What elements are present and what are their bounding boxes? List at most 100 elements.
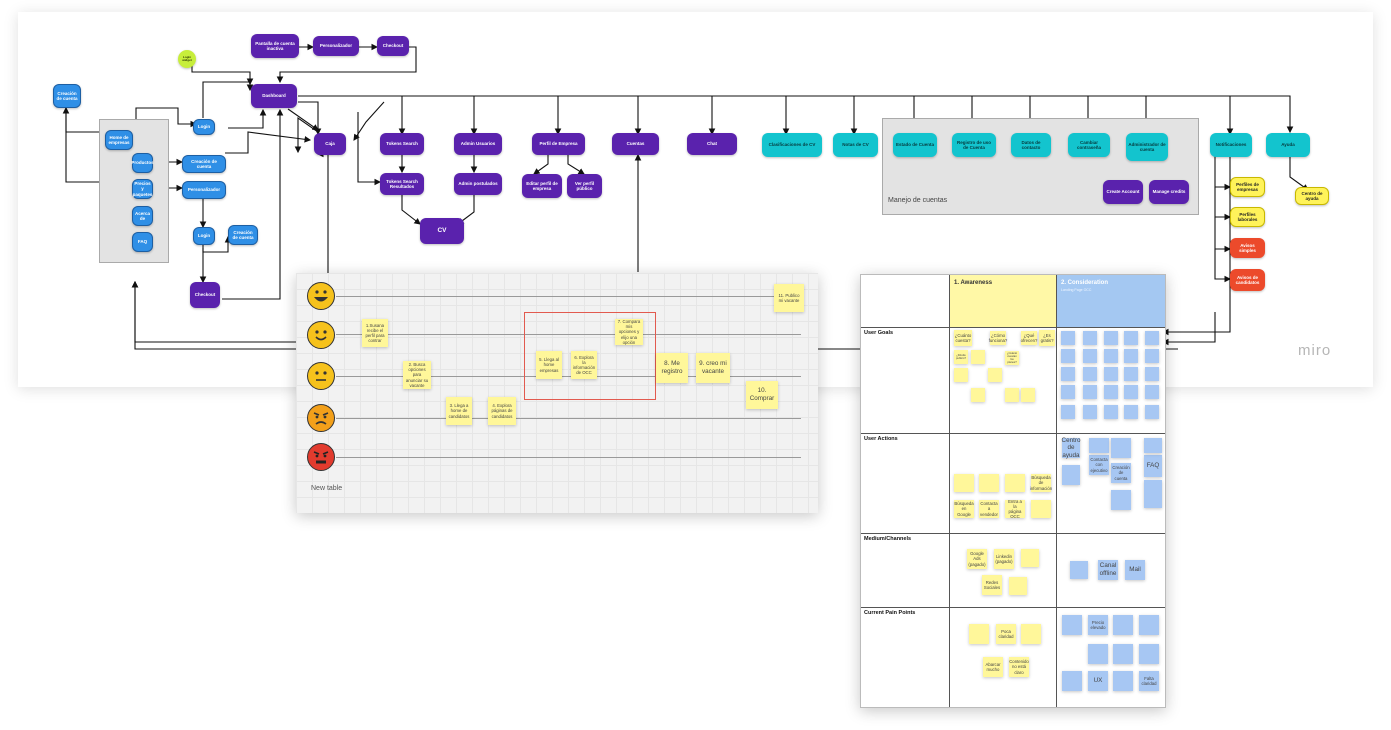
pain-sticky[interactable] bbox=[1113, 644, 1133, 664]
goal-sticky[interactable] bbox=[1083, 405, 1097, 419]
goal-sticky[interactable]: ¿Cuánto cuestan los planes? bbox=[1005, 351, 1019, 365]
channel-sticky[interactable] bbox=[1009, 577, 1027, 595]
flow-node-avisos-simples[interactable]: Avisos simples bbox=[1230, 238, 1265, 258]
action-sticky[interactable] bbox=[1005, 474, 1025, 492]
action-sticky[interactable] bbox=[1031, 500, 1051, 518]
flow-node-centro-ayuda[interactable]: Centro de ayuda bbox=[1295, 187, 1329, 205]
action-sticky[interactable]: Búsqueda en Google bbox=[954, 500, 974, 518]
flow-node-tokens-search[interactable]: Tokens Search bbox=[380, 133, 424, 155]
goal-sticky[interactable]: ¿Cómo funciona? bbox=[988, 331, 1008, 345]
channel-sticky[interactable] bbox=[1021, 549, 1039, 567]
flow-node-perfiles-empresas[interactable]: Perfiles de empresas bbox=[1230, 177, 1265, 197]
goal-sticky[interactable] bbox=[1124, 331, 1138, 345]
pain-sticky[interactable]: Abarcar mucho bbox=[983, 657, 1003, 677]
journey-sticky-7[interactable]: 7. Compara mis opciones y elijo una opci… bbox=[615, 319, 643, 345]
pain-sticky[interactable] bbox=[1113, 671, 1133, 691]
goal-sticky[interactable] bbox=[1145, 405, 1159, 419]
goal-sticky[interactable] bbox=[1124, 349, 1138, 363]
flow-node-acerca[interactable]: Acerca de bbox=[132, 206, 153, 226]
pain-sticky[interactable]: Falta claridad bbox=[1139, 671, 1159, 691]
flow-node-faq[interactable]: FAQ bbox=[132, 232, 153, 252]
goal-sticky[interactable] bbox=[1145, 367, 1159, 381]
flow-node-perfiles-laborales[interactable]: Perfiles laborales bbox=[1230, 207, 1265, 227]
flow-node-registro-uso[interactable]: Registro de uso de Cuenta bbox=[952, 133, 996, 157]
flow-node-editar-perfil[interactable]: Editar perfil de empresa bbox=[522, 174, 562, 198]
channel-sticky[interactable]: Mail bbox=[1125, 560, 1145, 580]
goal-sticky[interactable] bbox=[1145, 349, 1159, 363]
goal-sticky[interactable] bbox=[1104, 367, 1118, 381]
goal-sticky[interactable] bbox=[1061, 405, 1075, 419]
goal-sticky[interactable] bbox=[1104, 405, 1118, 419]
action-sticky[interactable]: FAQ bbox=[1144, 455, 1162, 477]
action-sticky[interactable]: Centro de ayuda bbox=[1061, 436, 1081, 459]
pain-sticky[interactable] bbox=[1088, 644, 1108, 664]
action-sticky[interactable] bbox=[1062, 465, 1080, 485]
flow-node-creacion-cuenta-bottom[interactable]: Creación de cuenta bbox=[228, 225, 258, 245]
channel-sticky[interactable]: Google Ads (pagado) bbox=[967, 549, 987, 569]
pain-sticky[interactable] bbox=[1062, 671, 1082, 691]
flow-node-login-bottom[interactable]: Login bbox=[193, 227, 215, 245]
flow-node-datos-contacto[interactable]: Datos de contacto bbox=[1011, 133, 1051, 157]
flow-node-perfil-empresa[interactable]: Perfil de Empresa bbox=[532, 133, 585, 155]
channel-sticky[interactable] bbox=[1070, 561, 1088, 579]
journey-sticky-9[interactable]: 9. creo mi vacante bbox=[696, 353, 730, 383]
flow-node-notificaciones[interactable]: Notificaciones bbox=[1210, 133, 1252, 157]
flow-node-cuentas[interactable]: Cuentas bbox=[612, 133, 659, 155]
pain-sticky[interactable] bbox=[1062, 615, 1082, 635]
goal-sticky[interactable] bbox=[1104, 349, 1118, 363]
flow-node-login-top[interactable]: Login bbox=[193, 119, 215, 135]
goal-sticky[interactable] bbox=[971, 388, 985, 402]
flow-node-home-empresas[interactable]: Home de empresas bbox=[105, 130, 133, 150]
flow-node-personalizador-top[interactable]: Personalizador bbox=[313, 36, 359, 56]
action-sticky[interactable] bbox=[1111, 490, 1131, 510]
flow-node-dashboard[interactable]: Dashboard bbox=[251, 84, 297, 108]
journey-sticky-8[interactable]: 8. Me registro bbox=[656, 353, 688, 383]
goal-sticky[interactable] bbox=[1083, 385, 1097, 399]
goal-sticky[interactable]: ¿Cuánto cuesta? bbox=[954, 330, 972, 346]
action-sticky[interactable] bbox=[979, 474, 999, 492]
flow-node-create-account[interactable]: Create Account bbox=[1103, 180, 1143, 204]
action-sticky[interactable] bbox=[1144, 438, 1162, 453]
journey-sticky-3[interactable]: 3. Llega a home de candidatos bbox=[446, 397, 472, 425]
goal-sticky[interactable] bbox=[1083, 349, 1097, 363]
flow-node-ayuda[interactable]: Ayuda bbox=[1266, 133, 1310, 157]
goal-sticky[interactable] bbox=[1124, 367, 1138, 381]
action-sticky[interactable] bbox=[954, 474, 974, 492]
goal-sticky[interactable] bbox=[988, 368, 1002, 382]
flow-node-login-widget[interactable]: Login widget bbox=[178, 50, 196, 68]
pain-sticky[interactable] bbox=[1139, 644, 1159, 664]
goal-sticky[interactable] bbox=[971, 350, 985, 364]
pain-sticky[interactable] bbox=[1021, 624, 1041, 644]
action-sticky[interactable] bbox=[1089, 438, 1109, 453]
channel-sticky[interactable]: Linkedin (pagado) bbox=[994, 549, 1014, 569]
goal-sticky[interactable] bbox=[954, 368, 968, 382]
pain-sticky[interactable] bbox=[969, 624, 989, 644]
channel-sticky[interactable]: Canal offline bbox=[1098, 560, 1118, 580]
action-sticky[interactable]: Creación de cuenta bbox=[1111, 463, 1131, 483]
goal-sticky[interactable] bbox=[1083, 367, 1097, 381]
goal-sticky[interactable] bbox=[1104, 331, 1118, 345]
flow-node-checkout-bottom[interactable]: Checkout bbox=[190, 282, 220, 308]
flow-node-avisos-candidatos[interactable]: Avisos de candidatos bbox=[1230, 269, 1265, 291]
action-sticky[interactable]: Contacta a vendedor bbox=[979, 500, 999, 518]
flow-node-pantalla-inactiva[interactable]: Pantalla de cuenta inactiva bbox=[251, 34, 299, 58]
action-sticky[interactable]: Entra a la página OCC bbox=[1005, 499, 1025, 519]
goal-sticky[interactable] bbox=[1145, 331, 1159, 345]
pain-sticky[interactable] bbox=[1139, 615, 1159, 635]
flow-node-tokens-resultados[interactable]: Tokens Search Resultados bbox=[380, 173, 424, 195]
flow-node-cambiar-contrasena[interactable]: Cambiar contraseña bbox=[1068, 133, 1110, 157]
flow-node-manage-credits[interactable]: Manage credits bbox=[1149, 180, 1189, 204]
goal-sticky[interactable]: ¿Es gratis? bbox=[1039, 330, 1055, 346]
journey-sticky-11[interactable]: 11. Publico mi vacante bbox=[774, 284, 804, 312]
journey-sticky-2[interactable]: 2. Busca opciones para anunciar su vacan… bbox=[403, 361, 431, 389]
flow-node-caja[interactable]: Caja bbox=[314, 133, 346, 155]
journey-sticky-4[interactable]: 4. Explora páginas de candidatos bbox=[488, 397, 516, 425]
flow-node-notas-cv[interactable]: Notas de CV bbox=[833, 133, 878, 157]
flow-node-precios[interactable]: Precios y paquetes bbox=[132, 179, 153, 199]
goal-sticky[interactable] bbox=[1083, 331, 1097, 345]
action-sticky[interactable] bbox=[1144, 480, 1162, 508]
goal-sticky[interactable] bbox=[1061, 349, 1075, 363]
goal-sticky[interactable]: ¿Qué ofrecen? bbox=[1020, 331, 1038, 345]
goal-sticky[interactable] bbox=[1145, 385, 1159, 399]
goal-sticky[interactable] bbox=[1061, 331, 1075, 345]
